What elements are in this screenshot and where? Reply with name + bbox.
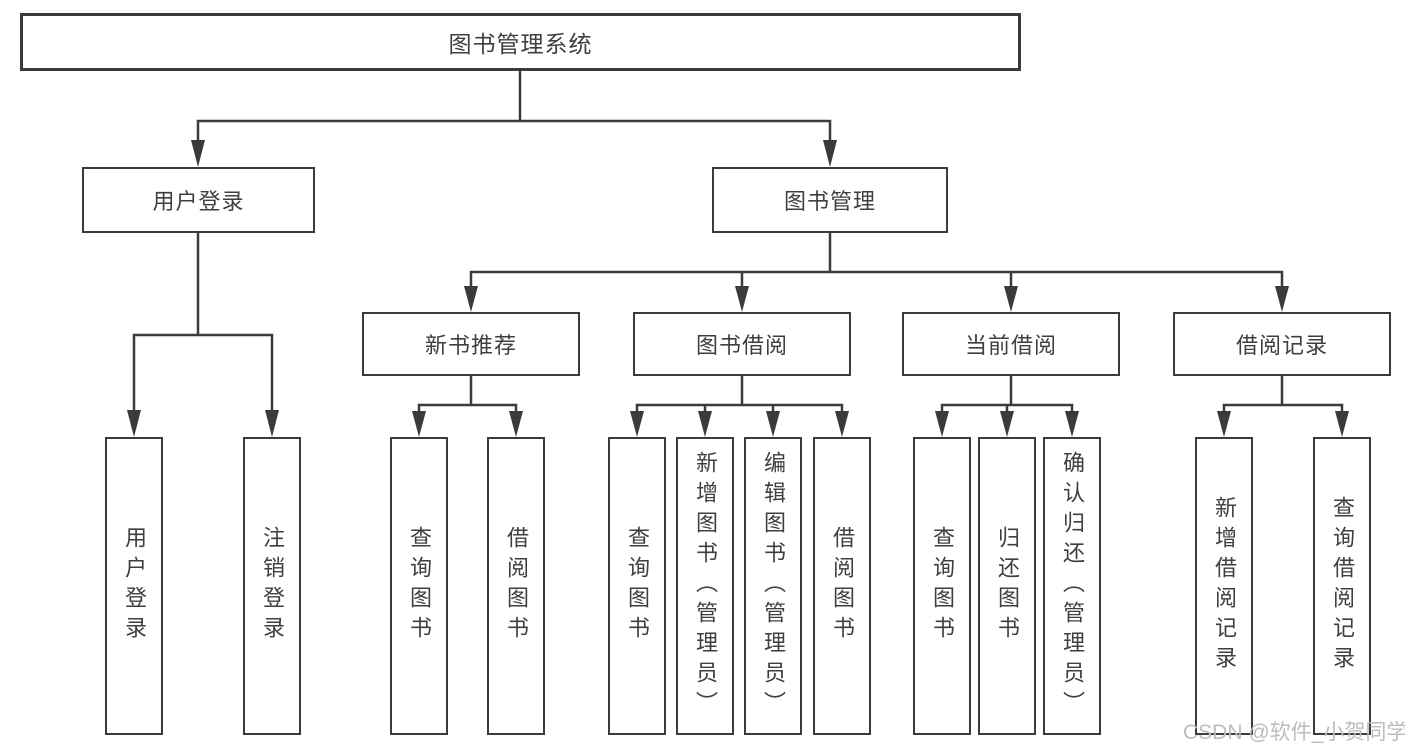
node-book-management: 图书管理 bbox=[712, 167, 948, 233]
node-new-book-recommend: 新书推荐 bbox=[362, 312, 580, 376]
leaf-add-book-admin: 新增图书（管理员） bbox=[676, 437, 734, 735]
connector-root-split bbox=[196, 119, 832, 142]
arrowhead bbox=[835, 411, 849, 437]
connector-group1-split bbox=[417, 403, 518, 413]
connector-group2-split bbox=[635, 403, 844, 413]
node-new-book-recommend-label: 新书推荐 bbox=[424, 333, 517, 358]
arrowhead bbox=[1335, 411, 1349, 437]
leaf-return-book: 归还图书 bbox=[978, 437, 1036, 735]
leaf-confirm-return-admin: 确认归还（管理员） bbox=[1043, 437, 1101, 735]
leaf-user-login-label: 用户登录 bbox=[122, 526, 147, 646]
leaf-edit-book-admin: 编辑图书（管理员） bbox=[744, 437, 802, 735]
arrowhead bbox=[630, 411, 644, 437]
leaf-query-books-recommend: 查询图书 bbox=[390, 437, 448, 735]
node-book-management-label: 图书管理 bbox=[783, 189, 876, 214]
node-root-label: 图书管理系统 bbox=[448, 31, 593, 57]
leaf-confirm-return-admin-label: 确认归还（管理员） bbox=[1060, 451, 1085, 721]
leaf-query-books-recommend-label: 查询图书 bbox=[407, 526, 432, 646]
leaf-query-books-borrow: 查询图书 bbox=[608, 437, 666, 735]
node-user-login: 用户登录 bbox=[82, 167, 315, 233]
leaf-logout-label: 注销登录 bbox=[260, 526, 285, 646]
node-user-login-label: 用户登录 bbox=[152, 189, 245, 214]
arrowhead bbox=[698, 411, 712, 437]
arrowhead bbox=[127, 410, 141, 437]
node-borrow-records: 借阅记录 bbox=[1173, 312, 1391, 376]
leaf-query-books-current: 查询图书 bbox=[913, 437, 971, 735]
arrowhead bbox=[935, 411, 949, 437]
leaf-add-borrow-record-label: 新增借阅记录 bbox=[1212, 496, 1237, 676]
connector-bookmgmt-split bbox=[469, 270, 1284, 288]
leaf-return-book-label: 归还图书 bbox=[995, 526, 1020, 646]
arrowhead bbox=[191, 140, 205, 167]
node-book-borrow-label: 图书借阅 bbox=[695, 333, 788, 358]
arrowhead bbox=[265, 410, 279, 437]
leaf-logout: 注销登录 bbox=[243, 437, 301, 735]
leaf-add-borrow-record: 新增借阅记录 bbox=[1195, 437, 1253, 735]
arrowhead bbox=[1217, 411, 1231, 437]
arrowhead bbox=[766, 411, 780, 437]
leaf-query-borrow-record-label: 查询借阅记录 bbox=[1330, 496, 1355, 676]
node-root: 图书管理系统 bbox=[20, 13, 1021, 71]
arrowhead bbox=[509, 411, 523, 437]
leaf-add-book-admin-label: 新增图书（管理员） bbox=[693, 451, 718, 721]
arrowhead bbox=[735, 286, 749, 312]
leaf-query-borrow-record: 查询借阅记录 bbox=[1313, 437, 1371, 735]
connector-userlogin-split bbox=[132, 333, 274, 412]
leaf-borrow-books: 借阅图书 bbox=[813, 437, 871, 735]
node-current-borrow: 当前借阅 bbox=[902, 312, 1120, 376]
leaf-query-books-current-label: 查询图书 bbox=[930, 526, 955, 646]
arrowhead bbox=[464, 286, 478, 312]
connector-group4-split bbox=[1222, 403, 1344, 413]
arrowhead bbox=[823, 140, 837, 167]
arrowhead bbox=[1004, 286, 1018, 312]
leaf-borrow-books-label: 借阅图书 bbox=[830, 526, 855, 646]
node-current-borrow-label: 当前借阅 bbox=[964, 333, 1057, 358]
node-book-borrow: 图书借阅 bbox=[633, 312, 851, 376]
arrowhead bbox=[1275, 286, 1289, 312]
leaf-user-login: 用户登录 bbox=[105, 437, 163, 735]
arrowhead bbox=[1000, 411, 1014, 437]
connector-group3-split bbox=[940, 403, 1074, 413]
node-borrow-records-label: 借阅记录 bbox=[1235, 333, 1328, 358]
arrowhead bbox=[412, 411, 426, 437]
csdn-watermark: CSDN @软件_小贺同学 bbox=[1183, 721, 1405, 744]
arrowhead bbox=[1065, 411, 1079, 437]
leaf-edit-book-admin-label: 编辑图书（管理员） bbox=[761, 451, 786, 721]
leaf-query-books-borrow-label: 查询图书 bbox=[625, 526, 650, 646]
leaf-borrow-books-recommend-label: 借阅图书 bbox=[504, 526, 529, 646]
leaf-borrow-books-recommend: 借阅图书 bbox=[487, 437, 545, 735]
